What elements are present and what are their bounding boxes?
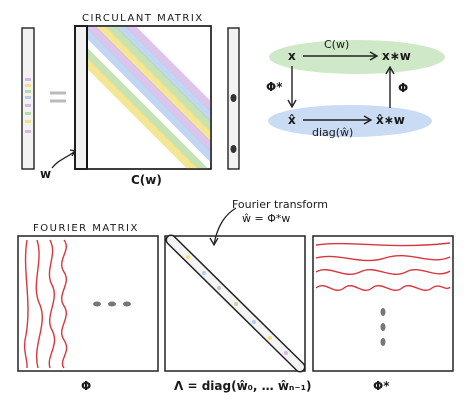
circulant-label: C(w) xyxy=(131,173,162,187)
w-label: w xyxy=(40,167,51,181)
first-column-highlight xyxy=(74,25,88,170)
fourier-transform-formula: ŵ = Φ*w xyxy=(242,212,290,225)
commutative-diagram: x x∗w C(w) x̂ x̂∗w diag(ŵ) Φ* Φ xyxy=(266,38,445,139)
node-x-hat-conv-w: x̂∗w xyxy=(376,113,405,127)
bottom-arrow-label: diag(ŵ) xyxy=(312,126,353,139)
equals-sign xyxy=(50,91,66,103)
circulant-diagonals xyxy=(75,26,211,169)
phi-label: Φ xyxy=(81,379,91,393)
lambda-label: Λ = diag(ŵ₀, … ŵₙ₋₁) xyxy=(174,379,311,393)
bottom-ellipse xyxy=(268,105,432,137)
top-arrow-label: C(w) xyxy=(324,38,349,51)
node-x-conv-w: x∗w xyxy=(382,49,411,63)
fourier-pointer-arrowhead xyxy=(209,237,219,247)
w-vector xyxy=(21,27,35,170)
fourier-transform-title: Fourier transform xyxy=(232,198,328,211)
right-arrow-label: Φ xyxy=(398,81,408,95)
fourier-matrix-phi xyxy=(17,235,159,372)
fourier-pointer-arrow xyxy=(213,207,237,245)
top-ellipse xyxy=(269,40,445,74)
fourier-title: FOURIER MATRIX xyxy=(33,223,139,234)
circulant-matrix xyxy=(74,25,212,170)
circulant-title: CIRCULANT MATRIX xyxy=(82,13,204,24)
fourier-matrix-phi-star xyxy=(312,235,454,372)
node-x: x xyxy=(288,49,296,63)
w-pointer-arrowhead xyxy=(69,149,77,157)
eigen-vector xyxy=(227,27,240,170)
phi-star-label: Φ* xyxy=(373,379,390,393)
left-arrow-label: Φ* xyxy=(266,80,283,94)
node-x-hat: x̂ xyxy=(288,113,296,127)
w-pointer-arrow xyxy=(51,151,75,169)
diagonal-matrix-lambda xyxy=(164,234,306,373)
